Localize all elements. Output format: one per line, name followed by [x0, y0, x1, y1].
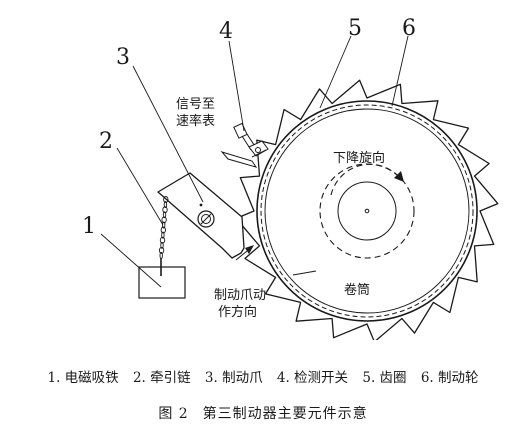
pawl-direction-arrowhead-icon [245, 245, 254, 254]
legend-item: 5. 齿圈 [362, 370, 407, 386]
brake-diagram: 1 2 3 4 5 6 信号至 速率表 下降旋向 卷筒 制动爪动 作方向 [82, 16, 499, 340]
gear-ring-inner-2 [264, 108, 470, 314]
legend-item: 3. 制动爪 [204, 370, 263, 386]
detection-switch [220, 122, 269, 168]
drum-center-dot [364, 208, 370, 214]
chain-link [161, 216, 167, 224]
callout-3: 3 [116, 45, 130, 70]
drum-inner-circle [337, 181, 397, 241]
callout-6: 6 [402, 16, 416, 41]
chain-link [162, 211, 167, 219]
brake-pawl [157, 172, 245, 259]
chain-link [158, 246, 165, 254]
legend-item: 6. 制动轮 [420, 370, 479, 386]
legend-item: 4. 检测开关 [276, 370, 349, 386]
rotation-arrowhead-icon [394, 171, 404, 182]
signal-label-line2: 速率表 [176, 113, 215, 129]
pawl-small-hole [199, 203, 203, 207]
chain-link [161, 231, 165, 239]
legend-item: 1. 电磁吸铁 [47, 370, 119, 386]
traction-chain [158, 196, 169, 259]
pawl-direction-label-line2: 作方向 [218, 304, 257, 320]
figure-caption: 图 2 第三制动器主要元件示意 [0, 403, 526, 423]
figure-number: 图 2 [158, 406, 189, 422]
leader-lines [100, 35, 409, 288]
drum-label: 卷筒 [344, 282, 370, 298]
chain-link [163, 201, 168, 209]
pawl-pivot-mark [200, 213, 212, 225]
pawl-pivot-inner [201, 214, 211, 224]
brake-wheel-teeth [235, 79, 499, 340]
chain-link [160, 226, 166, 234]
chain-link [163, 196, 169, 203]
pawl-direction-label-line1: 制动爪动 [214, 288, 266, 303]
callout-2: 2 [99, 129, 113, 154]
electromagnet [138, 266, 186, 299]
callout-1: 1 [82, 214, 96, 239]
callout-5: 5 [348, 16, 362, 41]
legend-item: 2. 牵引链 [132, 370, 191, 386]
gear-ring-inner [260, 104, 474, 318]
signal-label-line1: 信号至 [176, 97, 215, 112]
gear-ring-outer [256, 100, 478, 322]
rotation-label: 下降旋向 [333, 150, 385, 166]
chain-link [160, 241, 164, 249]
figure-title: 第三制动器主要元件示意 [202, 406, 368, 422]
callout-4: 4 [219, 19, 233, 44]
pawl-pivot-outer [197, 210, 215, 228]
rotation-arrow [330, 163, 401, 196]
component-legend: 1. 电磁吸铁 2. 牵引链 3. 制动爪 4. 检测开关 5. 齿圈 6. 制… [0, 366, 526, 386]
